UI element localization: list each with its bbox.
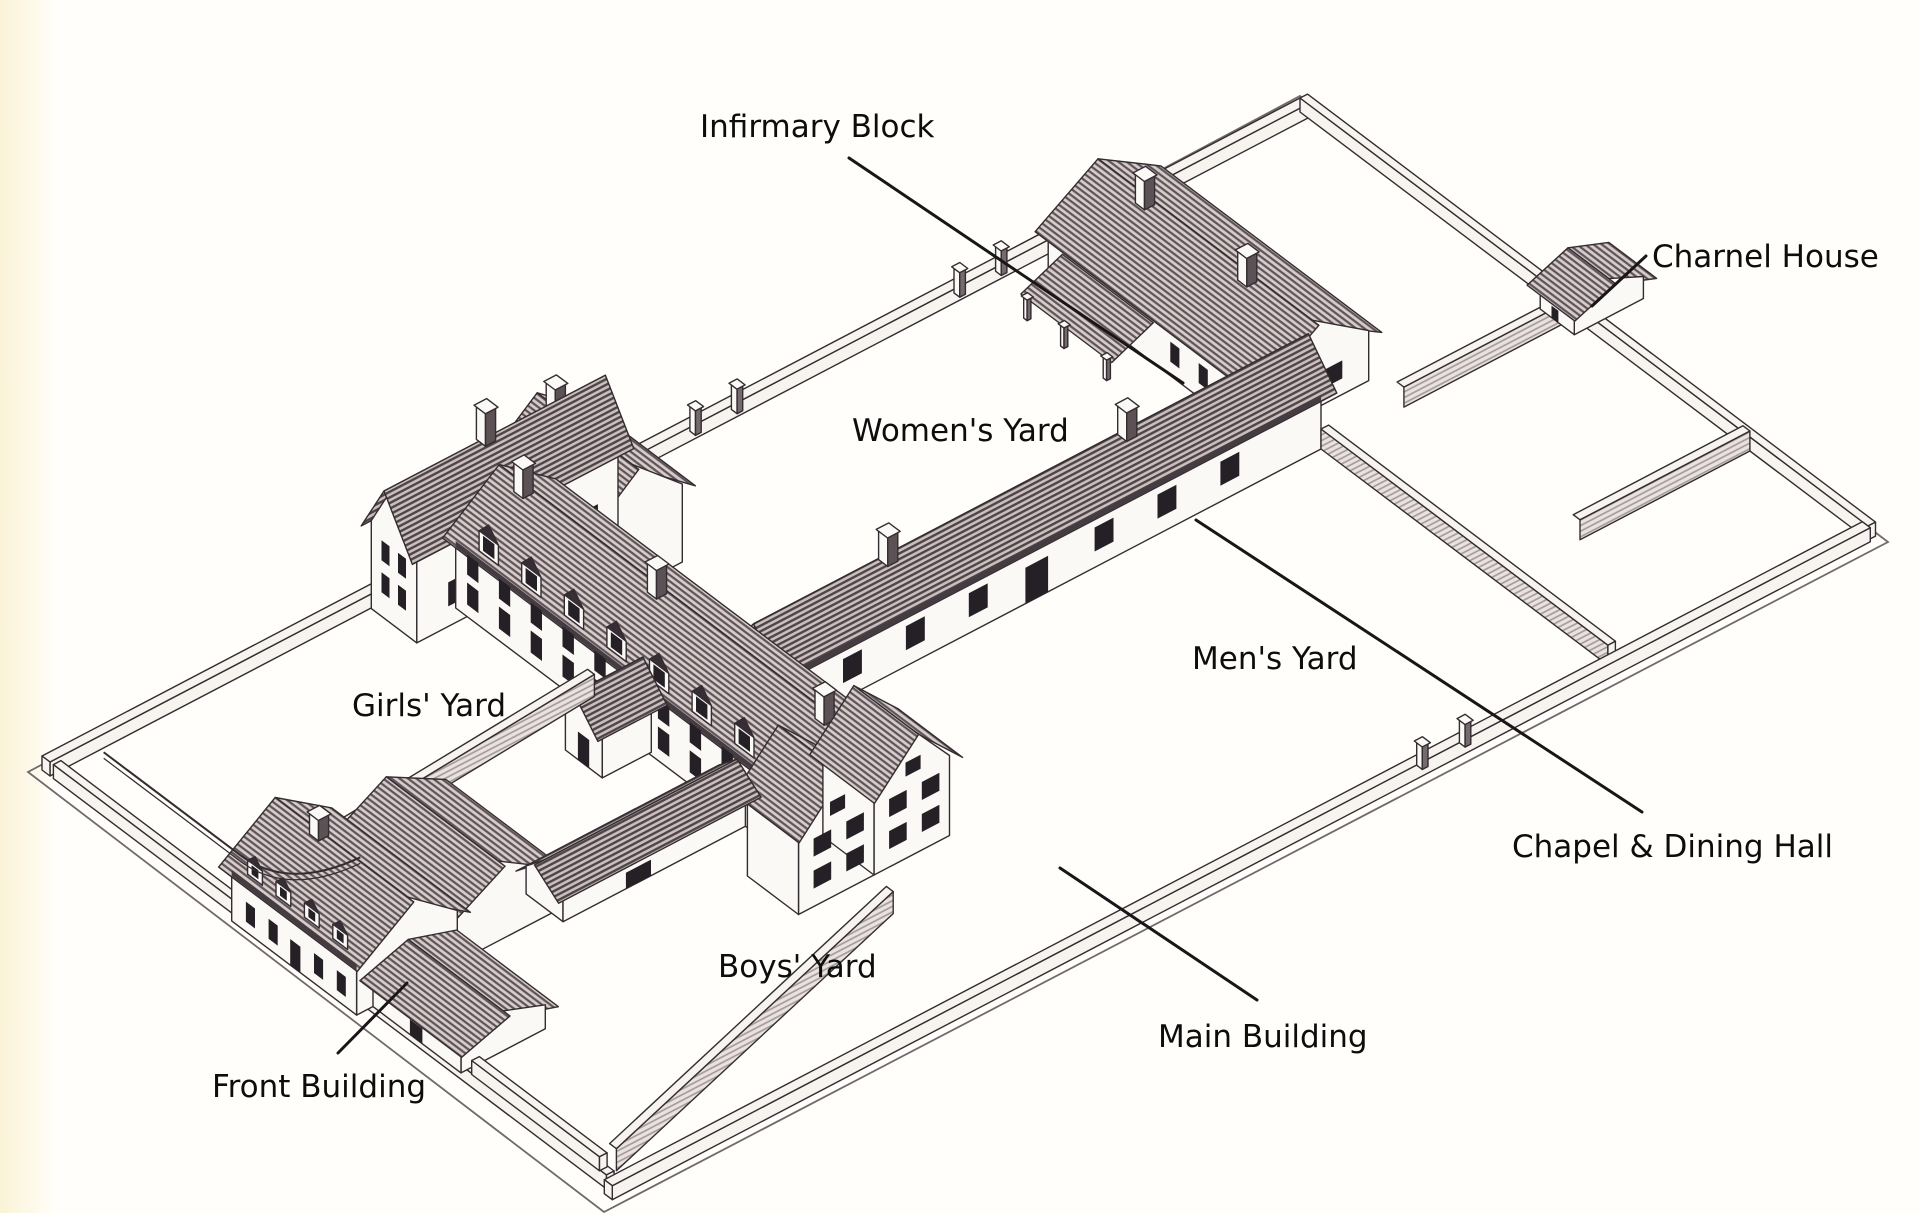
annotations: Infirmary Block Charnel House Women's Ya… [212,109,1879,1105]
label-front-building: Front Building [212,1069,426,1105]
label-charnel-house: Charnel House [1652,239,1879,275]
leader-main-building [1058,866,1259,1002]
south-east-perimeter-wall [603,521,1871,1201]
label-chapel-dining-hall: Chapel & Dining Hall [1512,829,1833,865]
page-edge-strip [0,0,56,1213]
label-boys-yard: Boys' Yard [718,949,877,985]
label-womens-yard: Women's Yard [852,413,1069,449]
leader-front-building [336,981,409,1055]
main-building-south-east-end [733,684,964,916]
label-infirmary-block: Infirmary Block [700,109,935,145]
buildings-and-walls [26,93,1890,1213]
leader-charnel-house [1590,254,1648,308]
label-girls-yard: Girls' Yard [352,688,506,724]
front-building [217,758,762,1074]
leader-infirmary-block [847,156,1185,385]
leader-chapel-dining-hall [1194,518,1644,814]
yard-walls [327,668,894,1172]
label-main-building: Main Building [1158,1019,1368,1055]
inner-drive-wall [103,751,608,1172]
label-mens-yard: Men's Yard [1192,641,1358,677]
